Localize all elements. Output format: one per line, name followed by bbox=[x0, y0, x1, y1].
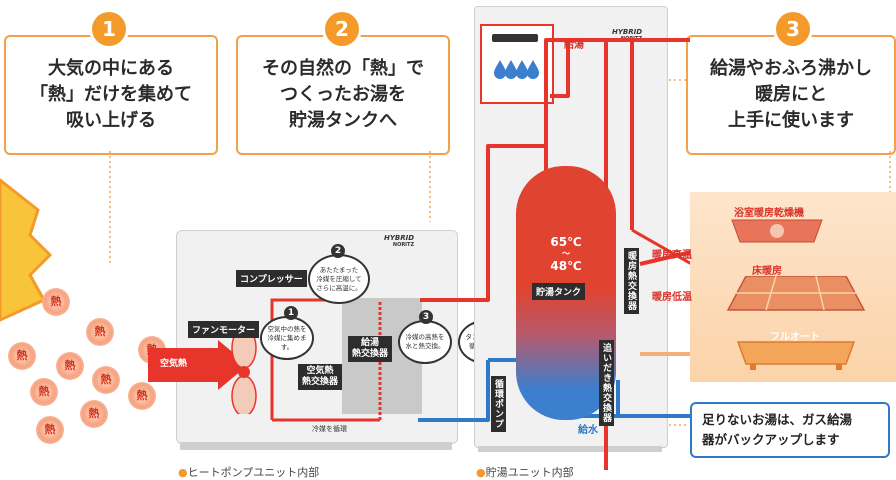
heat-pump-maker-text: NORITZ bbox=[392, 242, 415, 248]
heat-particle: 熱 bbox=[30, 378, 58, 406]
caption-bullet-icon: ● bbox=[476, 466, 486, 479]
step3-line2: 暖房にと bbox=[755, 84, 827, 105]
fan-motor-label: ファンモーター bbox=[188, 321, 260, 338]
heat-particle: 熱 bbox=[36, 416, 64, 444]
bubble2-line1: あたたまった bbox=[319, 265, 359, 274]
bubble-step1: 空気中の熱を冷媒に集めます。 bbox=[260, 316, 314, 360]
circulation-pump-label: 循環ポンプ bbox=[491, 376, 506, 432]
heat-particle: 熱 bbox=[128, 382, 156, 410]
display-bar bbox=[492, 34, 538, 42]
hot-supply-label: 給湯 bbox=[564, 40, 584, 51]
compressor-label: コンプレッサー bbox=[236, 270, 307, 287]
air-inflow-arrow bbox=[148, 340, 248, 390]
refrigerant-circulation-label: 冷媒を循環 bbox=[312, 425, 347, 433]
step2-line3: 貯湯タンクへ bbox=[289, 110, 397, 131]
floor-heating-label: 床暖房 bbox=[752, 266, 782, 277]
water-supply-label: 給水 bbox=[578, 425, 598, 436]
step2-box: その自然の「熱」で つくったお湯を 貯湯タンクへ bbox=[236, 35, 450, 155]
full-auto-label: フルオート bbox=[770, 332, 820, 343]
floor-heating-icon bbox=[726, 276, 866, 311]
air-heat-exchanger-label: 空気熱 熱交換器 bbox=[298, 364, 343, 390]
heat-pump-brand-text: HYBRID bbox=[384, 234, 415, 242]
step1-line3: 吸い上げる bbox=[66, 110, 156, 131]
bubble3-number: 3 bbox=[419, 310, 433, 324]
water-drops-icon bbox=[494, 60, 539, 79]
backup-line1: 足りないお湯は、ガス給湯 bbox=[702, 412, 853, 427]
heat-particle: 熱 bbox=[42, 288, 70, 316]
heat-particle: 熱 bbox=[86, 318, 114, 346]
step2-line1: その自然の「熱」で bbox=[262, 58, 424, 79]
backup-line2: 器がバックアップします bbox=[702, 432, 840, 447]
tank-label: 貯湯タンク bbox=[532, 283, 586, 300]
air-heat-label: 空気熱 bbox=[160, 359, 188, 369]
temp-tilde: 〜 bbox=[562, 249, 570, 258]
bubble3-line1: 冷媒の高熱を bbox=[405, 333, 445, 341]
water-hx-line1: 給湯 bbox=[361, 338, 380, 348]
heat-particle: 熱 bbox=[92, 366, 120, 394]
bathtub-icon bbox=[736, 341, 856, 370]
tank-brand-text: HYBRID bbox=[612, 28, 643, 36]
heating-high-label: 暖房高温 bbox=[652, 250, 692, 261]
step1-line2: 「熱」だけを集めて bbox=[30, 84, 192, 105]
heating-hx-label: 暖房熱交換器 bbox=[624, 248, 639, 314]
heat-particle: 熱 bbox=[80, 400, 108, 428]
water-heat-exchanger-label: 給湯 熱交換器 bbox=[348, 336, 393, 362]
step3-line3: 上手に使います bbox=[728, 110, 854, 131]
backup-box: 足りないお湯は、ガス給湯 器がバックアップします bbox=[690, 402, 890, 458]
bubble2-line2: 冷媒を圧縮して bbox=[316, 274, 362, 283]
heating-low-label: 暖房低温 bbox=[652, 292, 692, 303]
heat-particle: 熱 bbox=[56, 352, 84, 380]
bubble1-number: 1 bbox=[284, 306, 298, 320]
caption-heat-pump-text: ヒートポンプユニット内部 bbox=[187, 466, 320, 479]
heat-burst-shape bbox=[0, 178, 53, 322]
heat-particle: 熱 bbox=[8, 342, 36, 370]
water-hx-line2: 熱交換器 bbox=[352, 349, 389, 359]
bath-hx-label: 追いだき熱交換器 bbox=[599, 340, 614, 426]
step2-line2: つくったお湯を bbox=[280, 84, 406, 105]
bathroom-dryer-icon bbox=[731, 219, 823, 243]
temp-low: 48℃ bbox=[550, 259, 582, 273]
tank-temp: 65℃ 〜 48℃ bbox=[516, 236, 616, 272]
bubble2-line3: さらに高温に。 bbox=[316, 283, 362, 292]
air-hx-line2: 熱交換器 bbox=[302, 377, 339, 387]
caption-tank-text: 貯湯ユニット内部 bbox=[485, 466, 574, 479]
bubble-step2: あたたまった冷媒を圧縮してさらに高温に。 bbox=[308, 254, 370, 304]
bubble1-line2: 冷媒に集めます。 bbox=[267, 333, 307, 351]
step3-box: 給湯やおふろ沸かし 暖房にと 上手に使います bbox=[686, 35, 896, 155]
step1-line1: 大気の中にある bbox=[48, 58, 174, 79]
air-hx-line1: 空気熱 bbox=[306, 366, 334, 376]
caption-tank: ●貯湯ユニット内部 bbox=[476, 464, 574, 480]
bathroom-dryer-label: 浴室暖房乾燥機 bbox=[734, 208, 804, 219]
step2-number: 2 bbox=[325, 12, 359, 46]
step3-line1: 給湯やおふろ沸かし bbox=[710, 58, 872, 79]
step1-number: 1 bbox=[92, 12, 126, 46]
bubble3-line2: 水と熱交換。 bbox=[405, 342, 445, 350]
fan-icon bbox=[231, 330, 257, 414]
tank-unit-foot bbox=[478, 446, 662, 452]
heat-pump-brand: HYBRID NORITZ bbox=[384, 234, 414, 248]
step3-number: 3 bbox=[776, 12, 810, 46]
caption-bullet-icon: ● bbox=[178, 466, 188, 479]
temp-high: 65℃ bbox=[550, 235, 582, 249]
heat-pump-foot bbox=[180, 442, 452, 450]
bubble2-number: 2 bbox=[331, 244, 345, 258]
caption-heat-pump: ●ヒートポンプユニット内部 bbox=[178, 464, 319, 480]
bubble1-line1: 空気中の熱を bbox=[267, 324, 307, 333]
